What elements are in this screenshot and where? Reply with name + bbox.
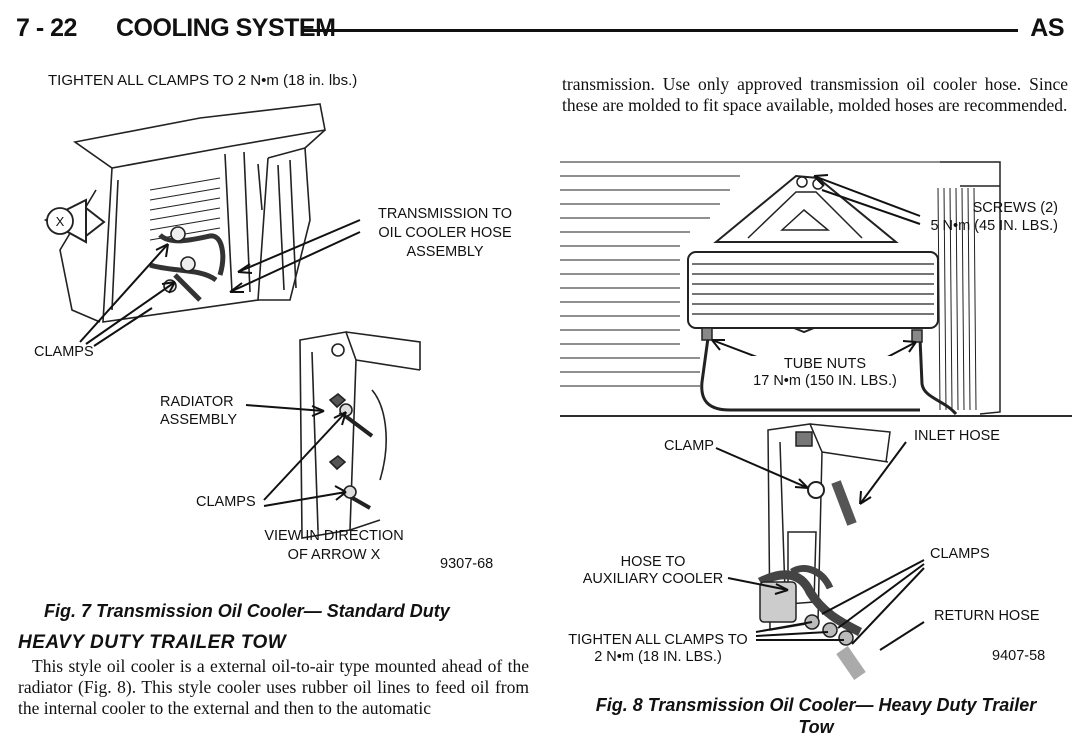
- fig8-caption-line-2: Tow: [798, 717, 834, 737]
- fig7-radiator-label-1: RADIATOR: [160, 394, 234, 410]
- fig8-clamp-label: CLAMP: [664, 438, 714, 454]
- fig8-tube-nuts-line-1: TUBE NUTS: [740, 356, 910, 373]
- fig8-hose-to-line-2: AUXILIARY COOLER: [582, 571, 724, 587]
- fig8-screws-line-2: 5 N•m (45 IN. LBS.): [930, 218, 1058, 234]
- figure-7-illustration: [43, 103, 421, 539]
- figure-7: TIGHTEN ALL CLAMPS TO 2 N•m (18 in. lbs.…: [0, 60, 540, 590]
- fig7-caption: Fig. 7 Transmission Oil Cooler— Standard…: [44, 601, 450, 621]
- page-number: 7 - 22: [16, 14, 77, 42]
- fig7-clamps-top: CLAMPS: [34, 344, 94, 360]
- fig7-hose-label-2: OIL COOLER HOSE: [378, 225, 512, 241]
- section-title: COOLING SYSTEM: [116, 14, 336, 42]
- fig7-view-line-2: OF ARROW X: [287, 547, 381, 563]
- fig8-tighten-line-1: TIGHTEN ALL CLAMPS TO: [568, 632, 748, 648]
- right-paragraph: transmission. Use only approved transmis…: [562, 74, 1068, 115]
- model-code: AS: [1030, 14, 1064, 42]
- fig7-figure-code: 9307-68: [440, 556, 494, 572]
- fig8-inlet-hose-label: INLET HOSE: [914, 428, 1000, 444]
- fig7-view-line-1: VIEW IN DIRECTION: [264, 528, 404, 544]
- page-header: 7 - 22 COOLING SYSTEM AS: [14, 10, 1070, 46]
- section-heading: HEAVY DUTY TRAILER TOW: [18, 632, 287, 653]
- fig7-hose-label-1: TRANSMISSION TO: [377, 206, 512, 222]
- fig7-clamps-bottom: CLAMPS: [196, 494, 256, 510]
- fig8-clamps-label: CLAMPS: [930, 546, 990, 562]
- header-rule: [304, 29, 1018, 32]
- fig8-tube-nuts-line-2: 17 N•m (150 IN. LBS.): [740, 373, 910, 390]
- fig8-tighten-line-2: 2 N•m (18 IN. LBS.): [594, 649, 722, 665]
- figure-8-illustration: [560, 161, 1072, 680]
- fig7-radiator-label-2: ASSEMBLY: [160, 412, 238, 428]
- fig7-tighten-note: TIGHTEN ALL CLAMPS TO 2 N•m (18 in. lbs.…: [48, 72, 358, 89]
- fig7-hose-label-3: ASSEMBLY: [406, 244, 484, 260]
- fig7-arrow-letter: X: [55, 214, 65, 229]
- fig8-figure-code: 9407-58: [992, 648, 1046, 664]
- fig8-hose-to-line-1: HOSE TO: [620, 554, 686, 570]
- left-paragraph: This style oil cooler is a external oil-…: [18, 656, 529, 718]
- figure-8: SCREWS (2) 5 N•m (45 IN. LBS.) TUBE NUTS…: [560, 152, 1072, 680]
- fig8-return-hose-label: RETURN HOSE: [934, 608, 1040, 624]
- fig8-screws-line-1: SCREWS (2): [972, 200, 1058, 216]
- fig8-caption-line-1: Fig. 8 Transmission Oil Cooler— Heavy Du…: [595, 695, 1037, 715]
